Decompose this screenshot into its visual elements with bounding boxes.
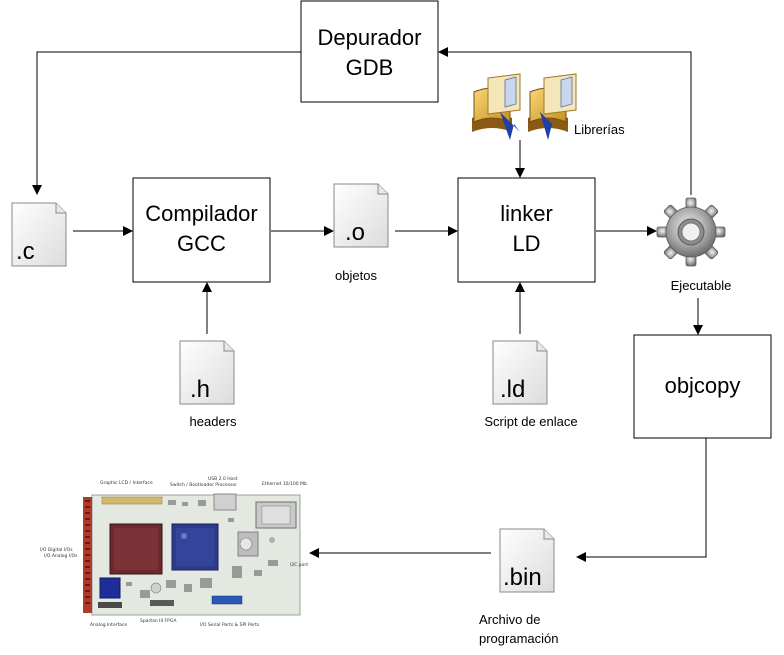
linker-script-label: Script de enlace [484,414,577,429]
board-callout-5: I/O Digital I/Os [40,547,73,553]
compiler-line2: GCC [177,231,226,256]
headers-label: headers [190,414,237,429]
file-h-label: .h [190,376,210,403]
board-callout-10: I/O Serial Ports & SPI Ports [200,622,260,628]
arrow-objcopy-to-bin [576,438,707,562]
board-callout-8: Analog Interface [90,622,127,628]
file-ld-label: .ld [500,376,525,403]
debugger-line1: Depurador [318,25,422,50]
bin-label-line1: Archivo de [479,612,540,627]
board-callout-3: USB 2.0 Host [208,476,238,482]
connectors [32,47,707,562]
compiler-line1: Compilador [145,201,258,226]
libraries-label: Librerías [574,122,625,137]
compiler-box: Compilador GCC [132,177,271,283]
debugger-line2: GDB [346,55,394,80]
linker-box: linker LD [457,177,596,283]
arrow-debugger-to-c [32,51,301,195]
bin-label-line2: programación [479,631,559,646]
board-callout-9: Spartan III FPGA [140,618,177,624]
objects-label: objetos [335,268,377,283]
board-callout-6: I/O Analog I/Os [44,553,78,559]
file-ld-icon: .ld [492,340,548,405]
executable-gear-icon [656,197,726,267]
file-h-icon: .h [179,340,235,405]
board-callout-1: Graphic LCD / Interface [100,480,153,486]
file-bin-icon: .bin [499,528,555,593]
file-bin-label: .bin [503,564,542,591]
file-c-icon: .c [11,202,67,267]
debugger-box: Depurador GDB [300,0,439,103]
libraries-books-icon [472,73,577,140]
file-o-icon: .o [333,183,389,248]
file-c-label: .c [16,238,35,265]
linker-line1: linker [500,201,553,226]
objcopy-label: objcopy [665,373,741,398]
board-callout-2: Switch / Bootloader Processor [170,482,237,488]
development-board-image: Graphic LCD / Interface Switch / Bootloa… [40,476,308,628]
linker-line2: LD [512,231,540,256]
board-callout-4: Ethernet 10/100 Mb [262,481,307,487]
board-callout-7: I2C port [290,562,308,568]
objcopy-box: objcopy [633,334,772,439]
executable-label: Ejecutable [671,278,732,293]
file-o-label: .o [345,219,365,246]
arrow-executable-to-debugger [438,47,692,195]
